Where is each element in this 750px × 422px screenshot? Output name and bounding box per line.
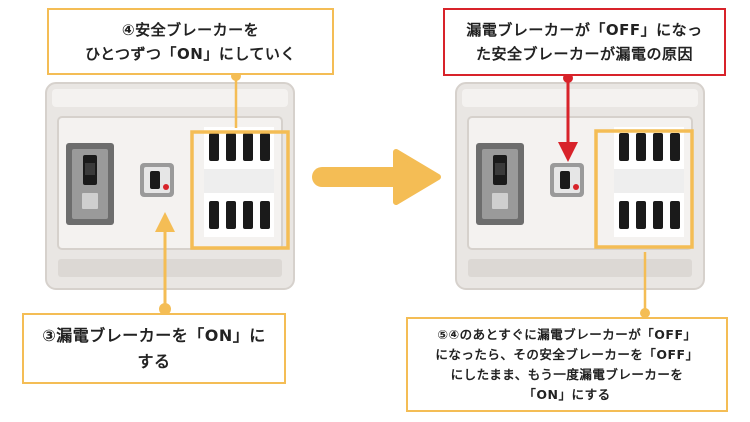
right-safety-breakers-highlight xyxy=(594,129,694,249)
step5-callout: ⑤④のあとすぐに漏電ブレーカーが「OFF」 になったら、その安全ブレーカーを「O… xyxy=(406,317,728,412)
left-breaker-panel xyxy=(45,82,295,290)
right-arrow-icon xyxy=(312,149,441,205)
right-breaker-panel xyxy=(455,82,705,290)
step4-callout: ④安全ブレーカーを ひとつずつ「ON」にしていく xyxy=(47,8,334,75)
step3-callout: ③漏電ブレーカーを「ON」に する xyxy=(22,313,286,384)
cause-callout: 漏電ブレーカーが「OFF」になっ た安全ブレーカーが漏電の原因 xyxy=(443,8,726,76)
left-safety-breakers-highlight xyxy=(190,130,290,250)
